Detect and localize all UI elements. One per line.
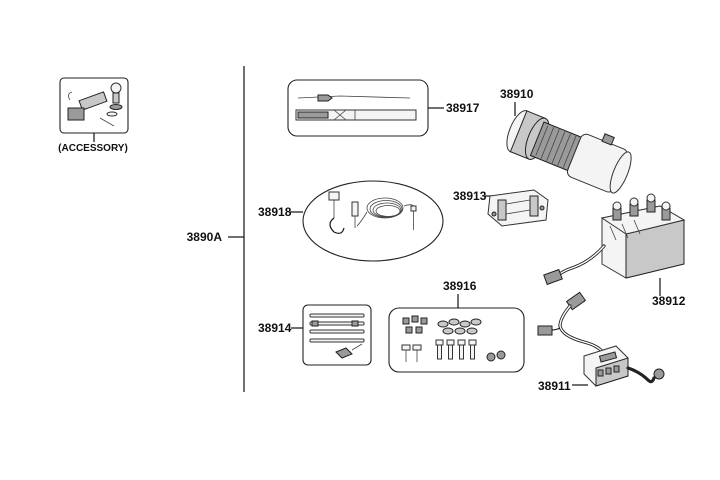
remote-cable-box [287, 79, 429, 137]
hardware-image [401, 315, 506, 362]
winch-motor-group: 38910 [500, 87, 632, 194]
winch-motor-image [506, 110, 632, 194]
contactor-plug [543, 268, 563, 286]
rods-group: 38914 [258, 304, 372, 366]
switch-image [583, 345, 629, 387]
rods-label: 38914 [258, 321, 292, 335]
hook-cable-ellipse [302, 180, 444, 262]
hook-image [328, 191, 359, 234]
remote-cable-group: 38917 [287, 79, 480, 137]
contactor-image [600, 193, 686, 279]
switch-tail-cable [626, 366, 656, 384]
assembly-label: 3890A [187, 230, 223, 244]
switch-aux-plug [537, 325, 553, 336]
contactor-group: 38912 [543, 193, 686, 308]
rods-box [302, 304, 372, 366]
remote-cable-label: 38917 [446, 101, 480, 115]
contactor-cable [554, 244, 606, 280]
hook-cable-group: 38918 [258, 180, 444, 262]
hardware-group: 38916 [388, 279, 525, 373]
mount-plate-label: 38913 [453, 189, 487, 203]
winch-motor-label: 38910 [500, 87, 534, 101]
handlebar-switch-group: 38911 [537, 291, 665, 393]
contactor-label: 38912 [652, 294, 686, 308]
mount-plate-image [487, 189, 549, 227]
hitch-accessory-image [67, 82, 123, 127]
cable-tag-image [295, 109, 417, 121]
hardware-label: 38916 [443, 279, 477, 293]
handlebar-switch-label: 38911 [538, 379, 571, 393]
accessory-group: (ACCESSORY) [58, 77, 129, 154]
accessory-label: (ACCESSORY) [58, 143, 128, 154]
cable-strap-image [297, 95, 411, 99]
hook-cable-label: 38918 [258, 205, 292, 219]
mount-plate-group: 38913 [453, 189, 549, 227]
assembly-bracket: 3890A [187, 66, 245, 392]
cable-coil-image [356, 197, 417, 230]
rods-image [309, 313, 365, 359]
hardware-box [388, 307, 525, 373]
